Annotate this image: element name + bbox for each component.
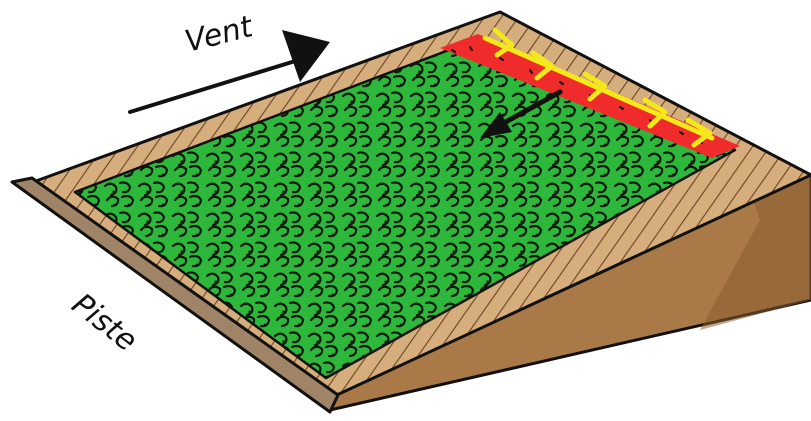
track-label: Piste — [65, 287, 144, 359]
wind-label: Vent — [181, 9, 257, 60]
